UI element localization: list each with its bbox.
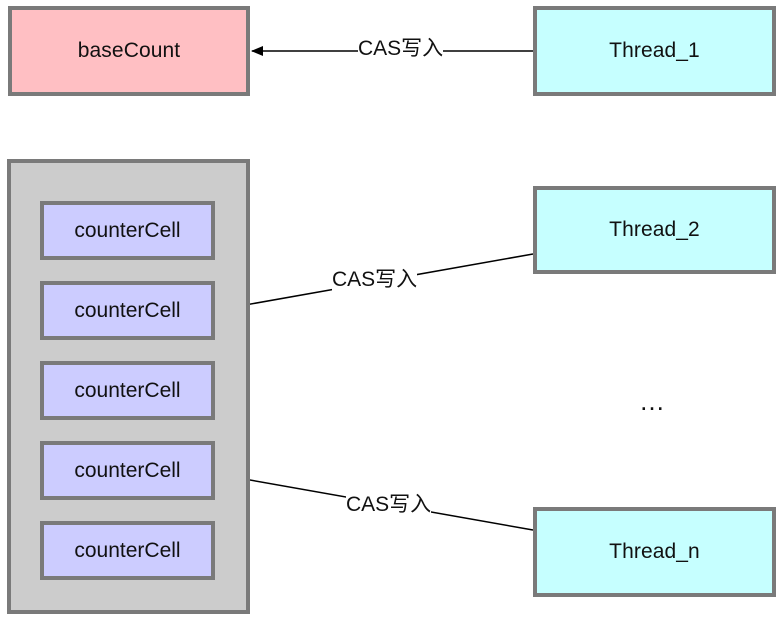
more-threads-ellipsis: …: [639, 386, 666, 416]
countercell-label: counterCell: [74, 218, 181, 242]
countercell-box: counterCell: [40, 441, 215, 500]
edge-label-threadn: CAS写入: [346, 493, 432, 517]
edge-label-thread1: CAS写入: [358, 37, 444, 61]
thread-n-box: Thread_n: [533, 507, 776, 597]
thread-1-box: Thread_1: [533, 6, 776, 96]
countercell-label: counterCell: [74, 298, 181, 322]
basecount-box: baseCount: [8, 6, 250, 96]
countercell-label: counterCell: [74, 538, 181, 562]
thread-n-label: Thread_n: [609, 540, 700, 563]
countercell-box: counterCell: [40, 361, 215, 420]
thread-1-label: Thread_1: [609, 39, 700, 62]
edge-label-thread2: CAS写入: [332, 268, 418, 292]
countercell-box: counterCell: [40, 201, 215, 260]
countercell-box: counterCell: [40, 281, 215, 340]
thread-2-box: Thread_2: [533, 186, 776, 274]
basecount-label: baseCount: [77, 39, 181, 62]
countercell-label: counterCell: [74, 458, 181, 482]
countercell-label: counterCell: [74, 378, 181, 402]
thread-2-label: Thread_2: [609, 218, 700, 241]
countercell-box: counterCell: [40, 521, 215, 580]
